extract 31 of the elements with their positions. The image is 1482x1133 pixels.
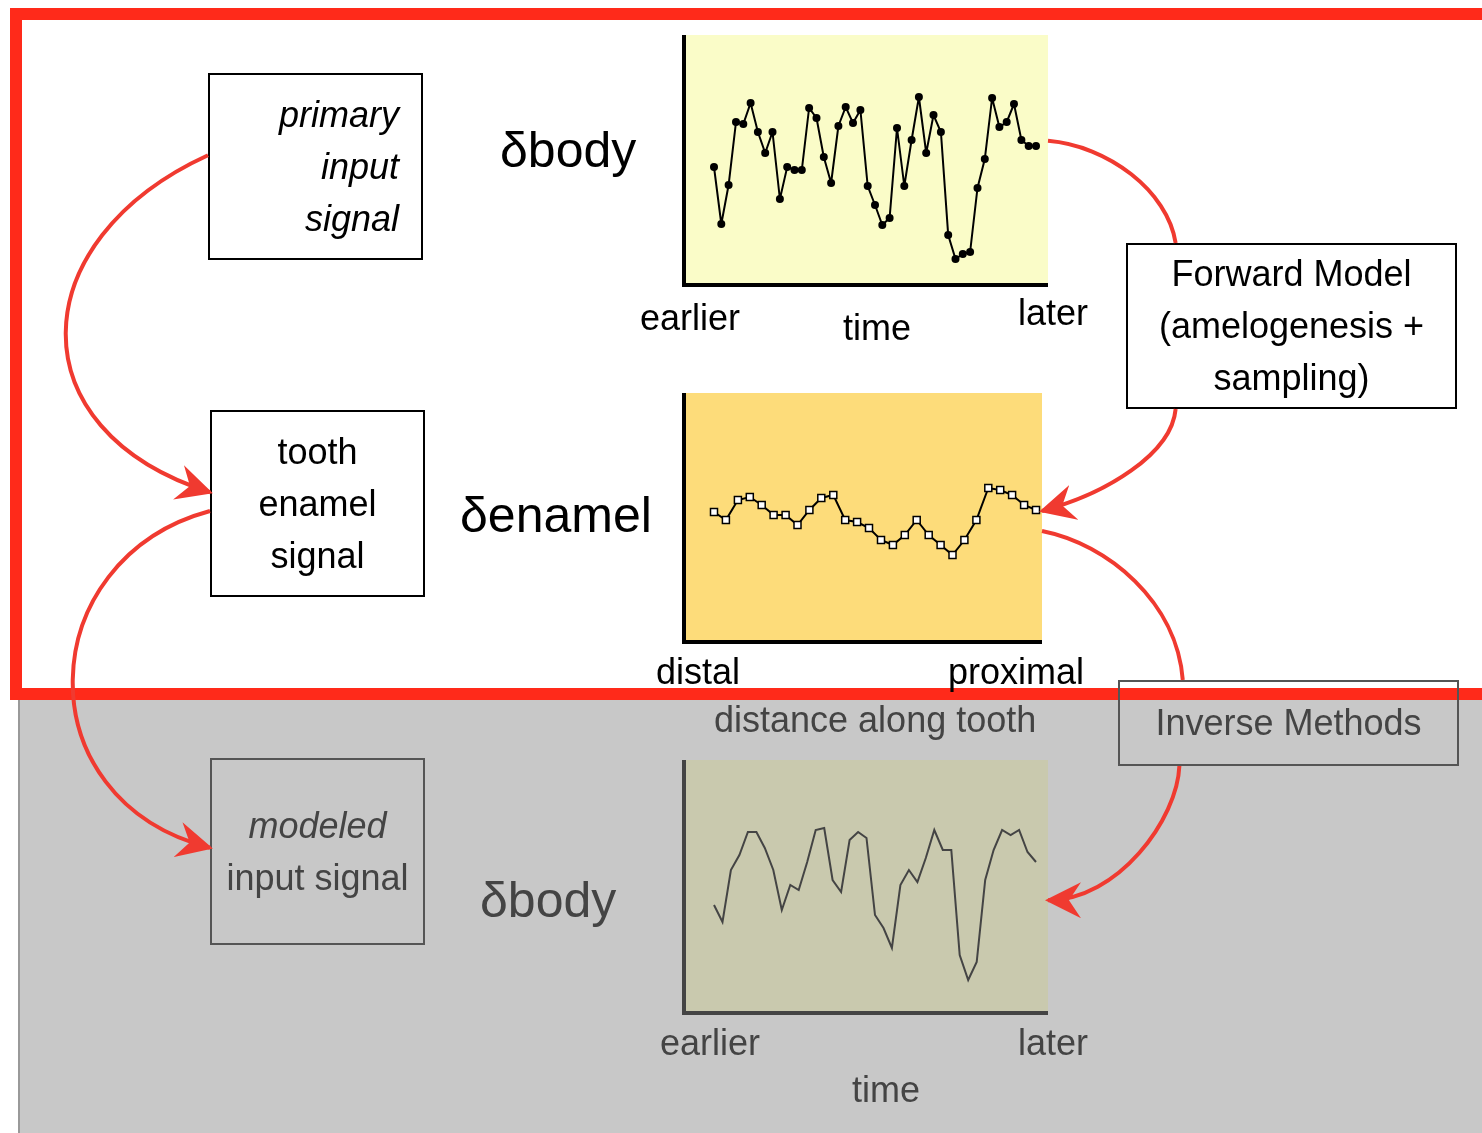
line-chart: [682, 760, 1048, 1015]
process-box: [1126, 243, 1457, 409]
process-box: [210, 758, 425, 945]
axis-label: time: [843, 308, 911, 348]
line-chart: [682, 35, 1048, 287]
axis-label: later: [1018, 293, 1089, 333]
process-box: [208, 73, 423, 260]
axis-label: proximal: [948, 652, 1085, 692]
axis-title: δenamel: [460, 487, 652, 543]
axis-label: earlier: [640, 298, 741, 338]
box-label: Forward Model (amelogenesis + sampling): [1157, 252, 1426, 400]
connector-line: [1041, 529, 1185, 681]
axis-label: time: [852, 1070, 920, 1110]
axis-title: δbody: [480, 872, 617, 928]
process-box: [210, 410, 425, 597]
connector-line: [1047, 138, 1178, 244]
arrow: [63, 153, 213, 497]
axis-label: distance along tooth: [714, 700, 1037, 740]
axis-title: δbody: [500, 122, 637, 178]
line-chart: [682, 393, 1042, 644]
arrow: [1039, 408, 1178, 519]
box-label: Inverse Methods: [1155, 701, 1422, 745]
axis-label: later: [1018, 1023, 1089, 1063]
box-label: modeled input signal: [226, 803, 409, 900]
box-label: tooth enamel signal: [257, 429, 378, 578]
axis-label: earlier: [660, 1023, 761, 1063]
arrow: [70, 509, 213, 854]
box-label: primary input signal: [277, 92, 399, 241]
arrow: [1045, 765, 1182, 916]
axis-label: distal: [656, 652, 741, 692]
process-box: [1118, 680, 1459, 766]
